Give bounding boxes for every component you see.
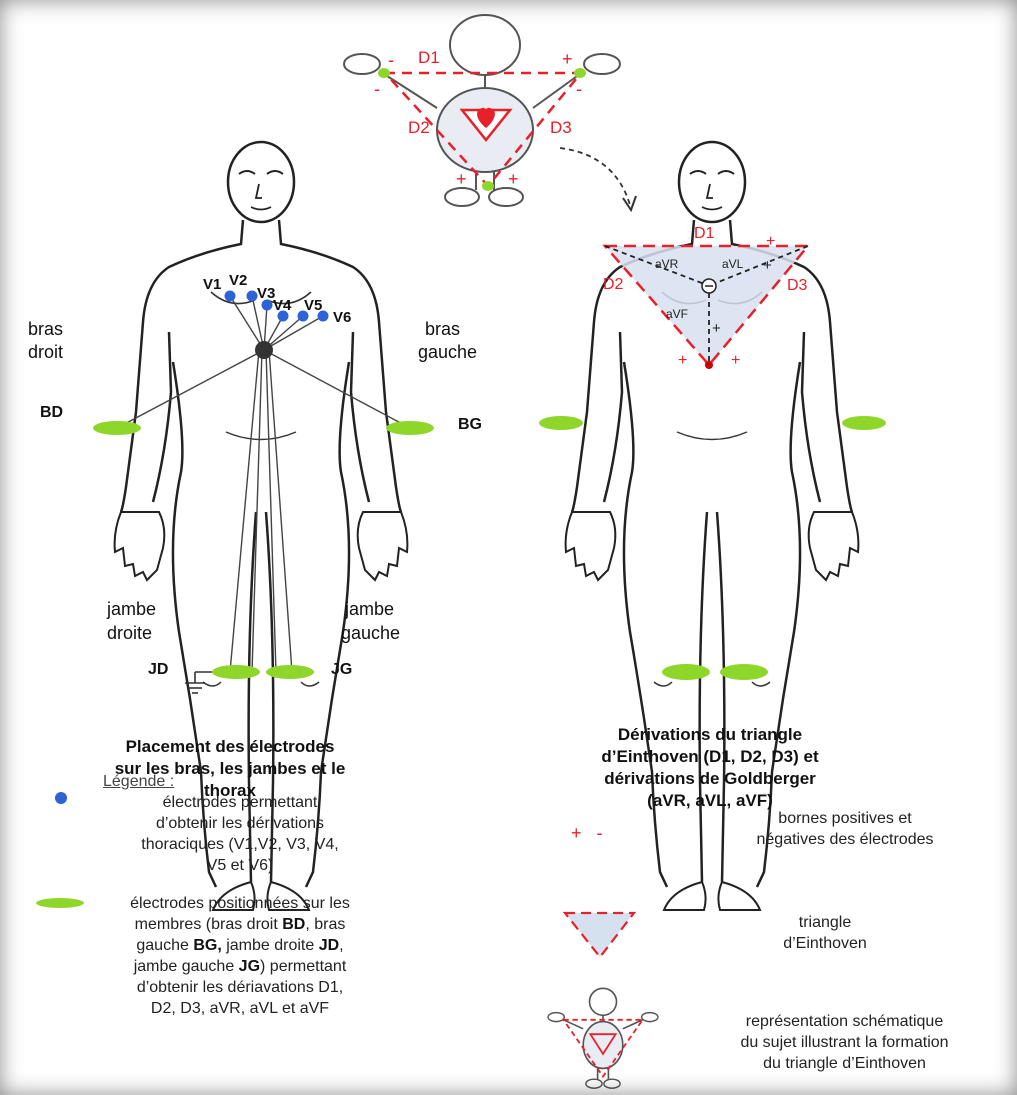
legend-green-line-3: gauche BG, jambe droite JD, — [90, 935, 390, 956]
legend-triangle-line-2: d’Einthoven — [700, 933, 950, 954]
right-caption-line-2: d’Einthoven (D1, D2, D3) et — [555, 746, 865, 768]
legend-triangle-fill — [565, 913, 634, 957]
electrode-left-leg-2 — [720, 664, 768, 680]
right-caption-line-1: Dérivations du triangle — [555, 724, 865, 746]
label-v2: V2 — [229, 272, 247, 289]
electrode-bg — [386, 421, 434, 435]
electrode-jd — [212, 665, 260, 679]
label-v6: V6 — [333, 309, 351, 326]
legend-blue-line-3: thoraciques (V1,V2, V3, V4, — [100, 834, 380, 855]
right-plus-d2: + — [678, 350, 687, 372]
label-v4: V4 — [273, 297, 291, 314]
legend-title: Légende : — [103, 771, 174, 793]
legend-blue-line-2: d’obtenir les dérivations — [100, 813, 380, 834]
electrode-jg — [266, 665, 314, 679]
schematic-head — [450, 15, 520, 75]
label-jg: JG — [331, 661, 352, 679]
schematic-minus-1: - — [388, 49, 394, 71]
legend-green-electrode — [36, 898, 84, 908]
legend-schema-line-3: du triangle d’Einthoven — [672, 1053, 1017, 1074]
label-jambe-gauche-2: gauche — [341, 622, 400, 644]
schematic-d2: D2 — [408, 117, 430, 139]
legend-green-line-1: électrodes positionnées sur les — [90, 893, 390, 914]
legend-blue-line-1: électrodes permettant — [100, 792, 380, 813]
electrode-leg — [482, 181, 494, 191]
label-avr: aVR — [655, 253, 678, 275]
label-bd: BD — [40, 404, 63, 422]
label-jambe-droite-1: jambe — [107, 598, 156, 620]
electrode-left-arm — [574, 68, 586, 78]
label-avf: aVF — [666, 303, 688, 325]
legend-schematic-icon — [548, 988, 658, 1088]
right-plus-d3: + — [731, 350, 740, 372]
schematic-d3: D3 — [550, 117, 572, 139]
label-v1: V1 — [203, 276, 221, 293]
label-bras-droit-1: bras — [28, 318, 63, 340]
right-plus-d1: + — [766, 231, 775, 253]
legend-blue-line-4: V5 et V6) — [100, 855, 380, 876]
label-bras-gauche-1: bras — [425, 318, 460, 340]
label-right-d3: D3 — [787, 275, 807, 297]
label-right-d1: D1 — [694, 223, 714, 245]
right-caption: Dérivations du triangle d’Einthoven (D1,… — [555, 724, 865, 812]
schematic-d1: D1 — [418, 47, 440, 69]
einthoven-triangle-fill — [605, 246, 808, 365]
legend-schema-line-2: du sujet illustrant la formation — [672, 1032, 1017, 1053]
label-jambe-gauche-1: jambe — [345, 598, 394, 620]
electrode-bd — [93, 421, 141, 435]
legend-triangle-text: triangle d’Einthoven — [700, 912, 950, 954]
right-caption-line-3: dérivations de Goldberger — [555, 768, 865, 790]
legend-signs-line-1: bornes positives et — [680, 808, 1010, 829]
schematic-plus-3: + — [508, 168, 519, 190]
right-plus-avl: + — [763, 255, 772, 277]
electrode-left-arm-2 — [842, 416, 886, 430]
electrode-right-arm-2 — [539, 416, 583, 430]
legend-triangle-line-1: triangle — [700, 912, 950, 933]
label-bras-gauche-2: gauche — [418, 341, 477, 363]
label-bg: BG — [458, 416, 482, 434]
wire-hub — [255, 341, 273, 359]
legend-blue-dot — [55, 792, 67, 804]
legend-green-line-6: D2, D3, aVR, aVL et aVF — [90, 998, 390, 1019]
schematic-minus-3: - — [576, 78, 582, 100]
legend-schema-text: représentation schématique du sujet illu… — [672, 1011, 1017, 1074]
schematic-plus-1: + — [562, 48, 573, 70]
legend-blue-text: électrodes permettant d’obtenir les déri… — [100, 792, 380, 876]
legend-green-line-2: membres (bras droit BD, bras — [90, 914, 390, 935]
label-jd: JD — [148, 661, 168, 679]
legend-green-text: électrodes positionnées sur les membres … — [90, 893, 390, 1019]
left-caption-line-1: Placement des électrodes — [80, 736, 380, 758]
arrow-to-right-figure — [560, 148, 630, 205]
schematic-minus-2: - — [374, 78, 380, 100]
legend-green-line-4: jambe gauche JG) permettant — [90, 956, 390, 977]
label-right-d2: D2 — [603, 274, 623, 296]
schematic-plus-2: + — [456, 168, 467, 190]
label-jambe-droite-2: droite — [107, 622, 152, 644]
legend-signs-symbol: + - — [571, 822, 603, 844]
legend-green-line-5: d’obtenir les déria­vations D1, — [90, 977, 390, 998]
legend-signs-text: bornes positives et négatives des électr… — [680, 808, 1010, 850]
label-bras-droit-2: droit — [28, 341, 63, 363]
legend-schema-line-1: représentation schématique — [672, 1011, 1017, 1032]
einthoven-schematic — [344, 15, 636, 210]
right-plus-avf: + — [712, 318, 721, 340]
legend-signs-line-2: négatives des électrodes — [680, 829, 1010, 850]
label-avl: aVL — [722, 253, 743, 275]
electrode-right-leg-2 — [662, 664, 710, 680]
label-v5: V5 — [304, 297, 322, 314]
